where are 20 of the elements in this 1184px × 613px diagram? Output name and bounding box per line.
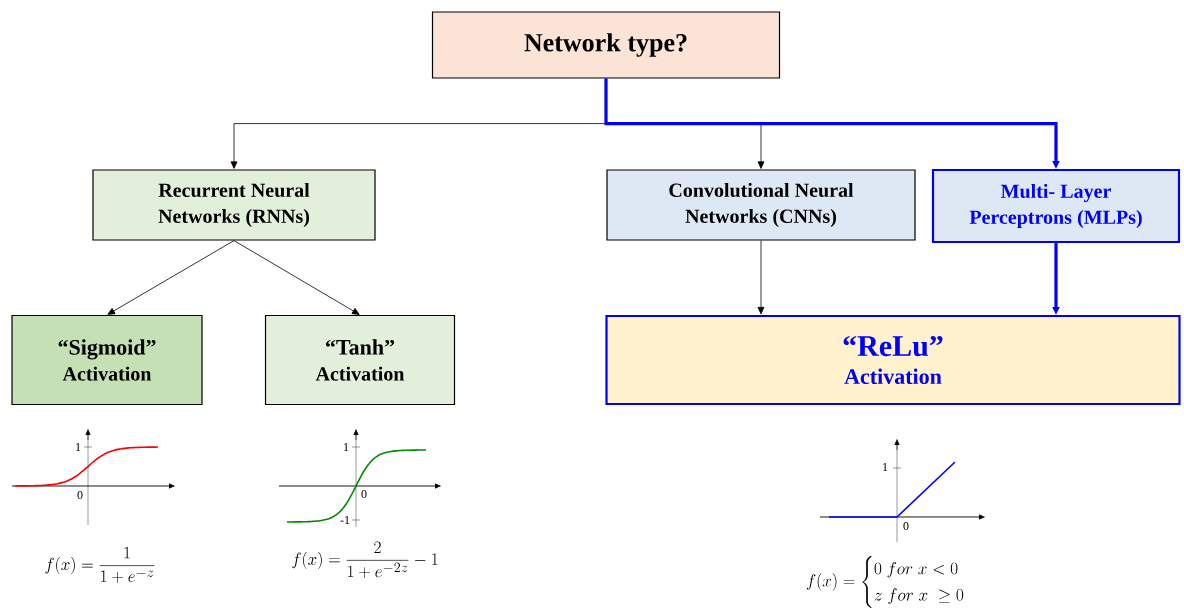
tick-label: 1 (76, 443, 81, 451)
tick-label: 1 (344, 443, 349, 451)
arrow (107, 240, 235, 315)
network-box: Multi- Layer Perceptrons (MLPs) (931, 168, 1181, 244)
activation-box: “Tanh” Activation (264, 314, 456, 406)
tick-label: 0 (903, 521, 909, 531)
tick-label: -1 (340, 516, 350, 524)
question-box: Network type? (431, 11, 781, 79)
activation-box: “ReLu” Activation (605, 314, 1181, 406)
tick-label: 1 (883, 463, 888, 471)
tick-label: 0 (361, 489, 367, 499)
formula: $f(x) = \begin{cases} 0\ for\ x < 0 \\ z\ for\ x\ \geq 0 \end{cases}$ (806, 556, 964, 608)
tick-label: 0 (77, 490, 83, 500)
activation-box: “Sigmoid” Activation (11, 314, 203, 406)
network-box: Recurrent Neural Networks (RNNs) (92, 169, 376, 241)
arrow (757, 240, 765, 315)
network-box: Convolutional Neural Networks (CNNs) (606, 169, 916, 241)
arrow (233, 240, 360, 315)
formula: $f(x) = \frac{2}{1+e^{-2z}} - 1$ (292, 541, 438, 579)
formula: $f(x) = \frac{1}{1+e^{-z}}$ (45, 546, 155, 583)
